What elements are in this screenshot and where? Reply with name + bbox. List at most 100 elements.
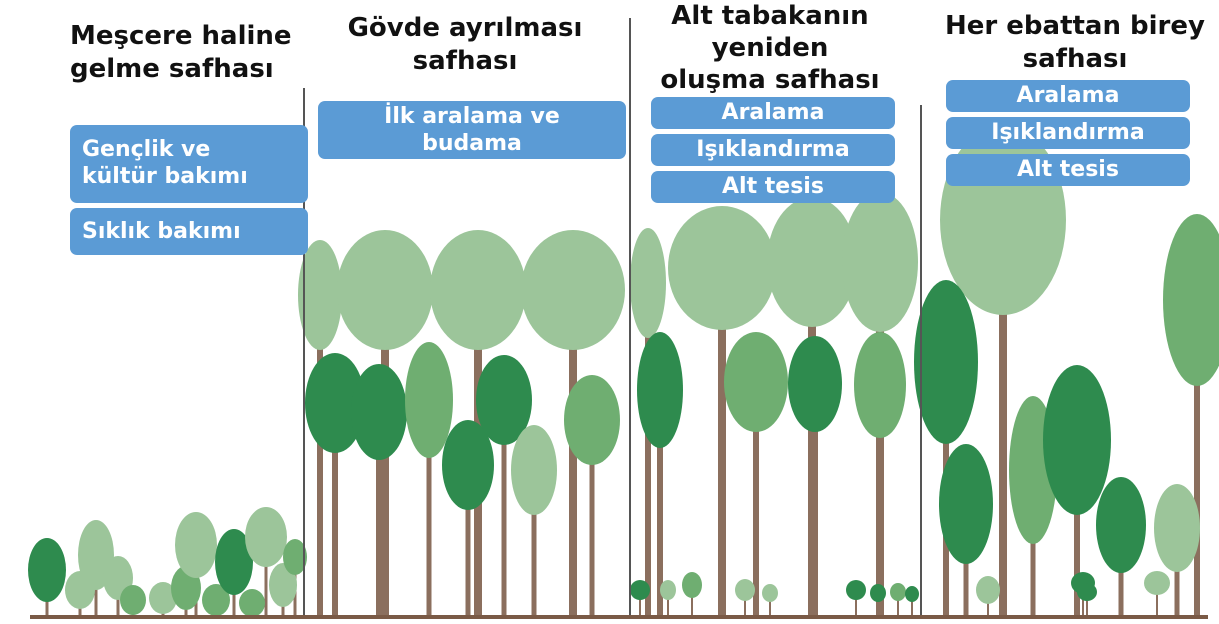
tree-crown	[175, 512, 217, 578]
stage3-box1-line1: Aralama	[721, 100, 825, 125]
tree-trunk	[999, 220, 1007, 615]
tree-trunk	[1194, 300, 1200, 615]
stage3-box3-line1: Alt tesis	[722, 174, 824, 199]
tree-trunk	[501, 400, 507, 615]
tree-crown	[682, 572, 702, 598]
tree-crown	[305, 353, 365, 453]
stage1-title: Meşcere haline gelme safhası	[70, 20, 292, 86]
tree-trunk	[1074, 440, 1080, 615]
tree-crown	[1096, 477, 1146, 573]
stage3-title-line2: yeniden	[711, 33, 829, 63]
stage3-title-line3: oluşma safhası	[660, 65, 880, 95]
tree-crown	[442, 420, 494, 510]
tree-crown	[120, 585, 146, 615]
tree-crown	[215, 529, 253, 595]
tree-trunk	[667, 590, 669, 615]
stage1-title-line2: gelme safhası	[70, 54, 274, 84]
tree-crown	[337, 230, 433, 350]
stage4-box-isiklandirma: Işıklandırma	[946, 117, 1190, 149]
tree-crown	[637, 332, 683, 448]
tree-crown	[668, 206, 776, 330]
tree-crown	[914, 280, 978, 444]
stage4-title-line1: Her ebattan birey	[945, 11, 1205, 41]
tree-trunk	[855, 590, 857, 615]
tree-crown	[511, 425, 557, 515]
tree-trunk	[332, 403, 338, 615]
stage3-box-alt-tesis: Alt tesis	[651, 171, 895, 203]
tree-crown	[245, 507, 287, 567]
stage3-box2-line1: Işıklandırma	[696, 137, 850, 162]
stage1-title-line1: Meşcere haline	[70, 21, 292, 51]
tree-crown	[351, 364, 407, 460]
tree-crown	[202, 584, 230, 616]
tree-crown	[283, 539, 307, 575]
tree-crown	[1163, 214, 1219, 386]
stage1-box-siklik-bakimi: Sıklık bakımı	[70, 208, 308, 255]
tree-crown	[149, 582, 177, 614]
tree-crown	[905, 586, 919, 602]
stage4-box1-line1: Aralama	[1016, 83, 1120, 108]
stage2-title-line1: Gövde ayrılması	[347, 13, 583, 43]
stage2-title: Gövde ayrılması safhası	[330, 12, 600, 78]
tree-trunk	[718, 268, 726, 615]
tree-trunk	[657, 390, 663, 615]
tree-crown	[767, 197, 857, 327]
tree-crown	[564, 375, 620, 465]
stage3-title: Alt tabakanın yeniden oluşma safhası	[650, 0, 890, 96]
tree-crown	[724, 332, 788, 432]
stage1-box1-line1: Gençlik ve	[82, 137, 211, 162]
tree-crown	[788, 336, 842, 432]
tree-crown	[239, 589, 265, 617]
stage4-title: Her ebattan birey safhası	[940, 10, 1210, 76]
tree-crown	[1077, 583, 1097, 601]
stage2-box-ilk-aralama-budama: İlk aralama ve budama	[318, 101, 626, 159]
tree-crown	[870, 584, 886, 602]
stage3-title-line1: Alt tabakanın	[671, 1, 869, 31]
tree-trunk	[877, 593, 879, 615]
stage1-box2-line1: Sıklık bakımı	[82, 219, 241, 244]
tree-crown	[28, 538, 66, 602]
tree-crown	[846, 580, 866, 600]
tree-crown	[1144, 571, 1170, 595]
stage4-box2-line1: Işıklandırma	[991, 120, 1145, 145]
tree-crown	[298, 240, 342, 350]
tree-trunk	[264, 537, 268, 615]
tree-trunk	[744, 590, 746, 615]
stage1-box-genclik-kultur-bakimi: Gençlik ve kültür bakımı	[70, 125, 308, 203]
stage4-title-line2: safhası	[1022, 44, 1128, 74]
tree-trunk	[465, 465, 471, 615]
tree-crown	[521, 230, 625, 350]
tree-crown	[762, 584, 778, 602]
tree-crown	[476, 355, 532, 445]
tree-trunk	[877, 385, 883, 615]
tree-trunk	[426, 400, 432, 615]
tree-crown	[430, 230, 526, 350]
stage2-box1-line1: İlk aralama ve	[384, 104, 560, 129]
tree-crown	[1154, 484, 1200, 572]
tree-crown	[269, 563, 297, 607]
tree-crown	[939, 444, 993, 564]
tree-trunk	[376, 412, 382, 615]
tree-trunk	[639, 590, 641, 615]
tree-trunk	[769, 593, 771, 615]
tree-trunk	[812, 384, 818, 615]
tree-crown	[842, 192, 918, 332]
tree-crown	[854, 332, 906, 438]
stage4-box-alt-tesis: Alt tesis	[946, 154, 1190, 186]
tree-crown	[976, 576, 1000, 604]
tree-crown	[735, 579, 755, 601]
tree-trunk	[897, 592, 899, 615]
stage2-box1-line2: budama	[422, 131, 522, 156]
tree-trunk	[691, 585, 693, 615]
tree-crown	[630, 580, 650, 600]
tree-crown	[890, 583, 906, 601]
stage3-box-isiklandirma: Işıklandırma	[651, 134, 895, 166]
tree-trunk	[753, 382, 759, 615]
stage4-box-aralama: Aralama	[946, 80, 1190, 112]
tree-trunk	[911, 594, 913, 615]
tree-trunk	[1086, 592, 1088, 615]
tree-trunk	[645, 283, 651, 615]
tree-trunk	[589, 420, 595, 615]
stage3-box-aralama: Aralama	[651, 97, 895, 129]
